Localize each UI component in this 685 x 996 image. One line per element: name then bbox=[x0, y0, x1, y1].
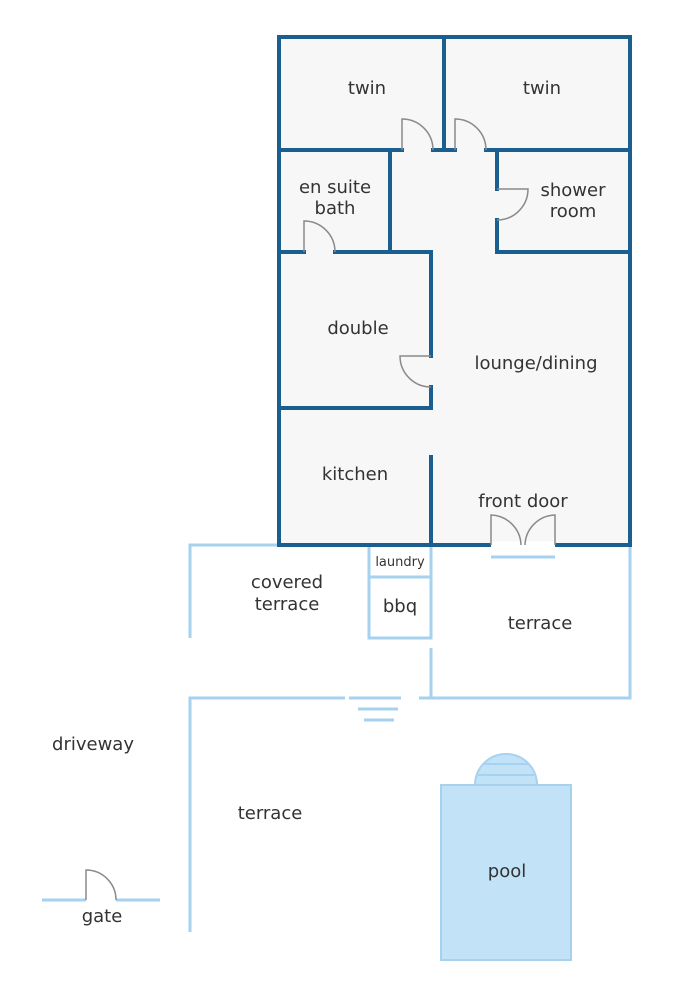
door-double[interactable] bbox=[399, 355, 432, 388]
label-gate: gate bbox=[82, 906, 123, 927]
pool bbox=[440, 753, 572, 961]
label-twin-right: twin bbox=[523, 78, 561, 99]
label-shower-1: shower bbox=[541, 180, 607, 201]
label-pool: pool bbox=[488, 861, 526, 882]
steps bbox=[349, 696, 401, 722]
label-terrace-right: terrace bbox=[508, 613, 573, 634]
label-kitchen: kitchen bbox=[322, 464, 388, 485]
label-terrace-lower: terrace bbox=[238, 803, 303, 824]
label-en-suite-1: en suite bbox=[299, 177, 371, 198]
door-twin-right[interactable] bbox=[454, 118, 487, 151]
door-twin-left[interactable] bbox=[401, 118, 434, 151]
label-en-suite-2: bath bbox=[315, 198, 356, 219]
interior-walls bbox=[277, 35, 632, 547]
door-shower-room[interactable] bbox=[496, 188, 529, 221]
label-lounge: lounge/dining bbox=[474, 353, 597, 374]
outdoor-boundaries bbox=[42, 543, 632, 932]
label-shower-2: room bbox=[550, 201, 597, 222]
door-front-right[interactable] bbox=[524, 514, 556, 546]
label-covered-terrace-2: terrace bbox=[255, 594, 320, 615]
label-driveway: driveway bbox=[52, 734, 134, 755]
label-front-door: front door bbox=[478, 491, 568, 512]
label-bbq: bbq bbox=[383, 596, 417, 617]
door-en-suite[interactable] bbox=[303, 220, 336, 253]
label-double: double bbox=[327, 318, 388, 339]
label-covered-terrace-1: covered bbox=[251, 572, 323, 593]
door-front-left[interactable] bbox=[490, 514, 522, 546]
label-twin-left: twin bbox=[348, 78, 386, 99]
label-laundry: laundry bbox=[375, 555, 425, 570]
gate-door[interactable] bbox=[85, 869, 117, 901]
